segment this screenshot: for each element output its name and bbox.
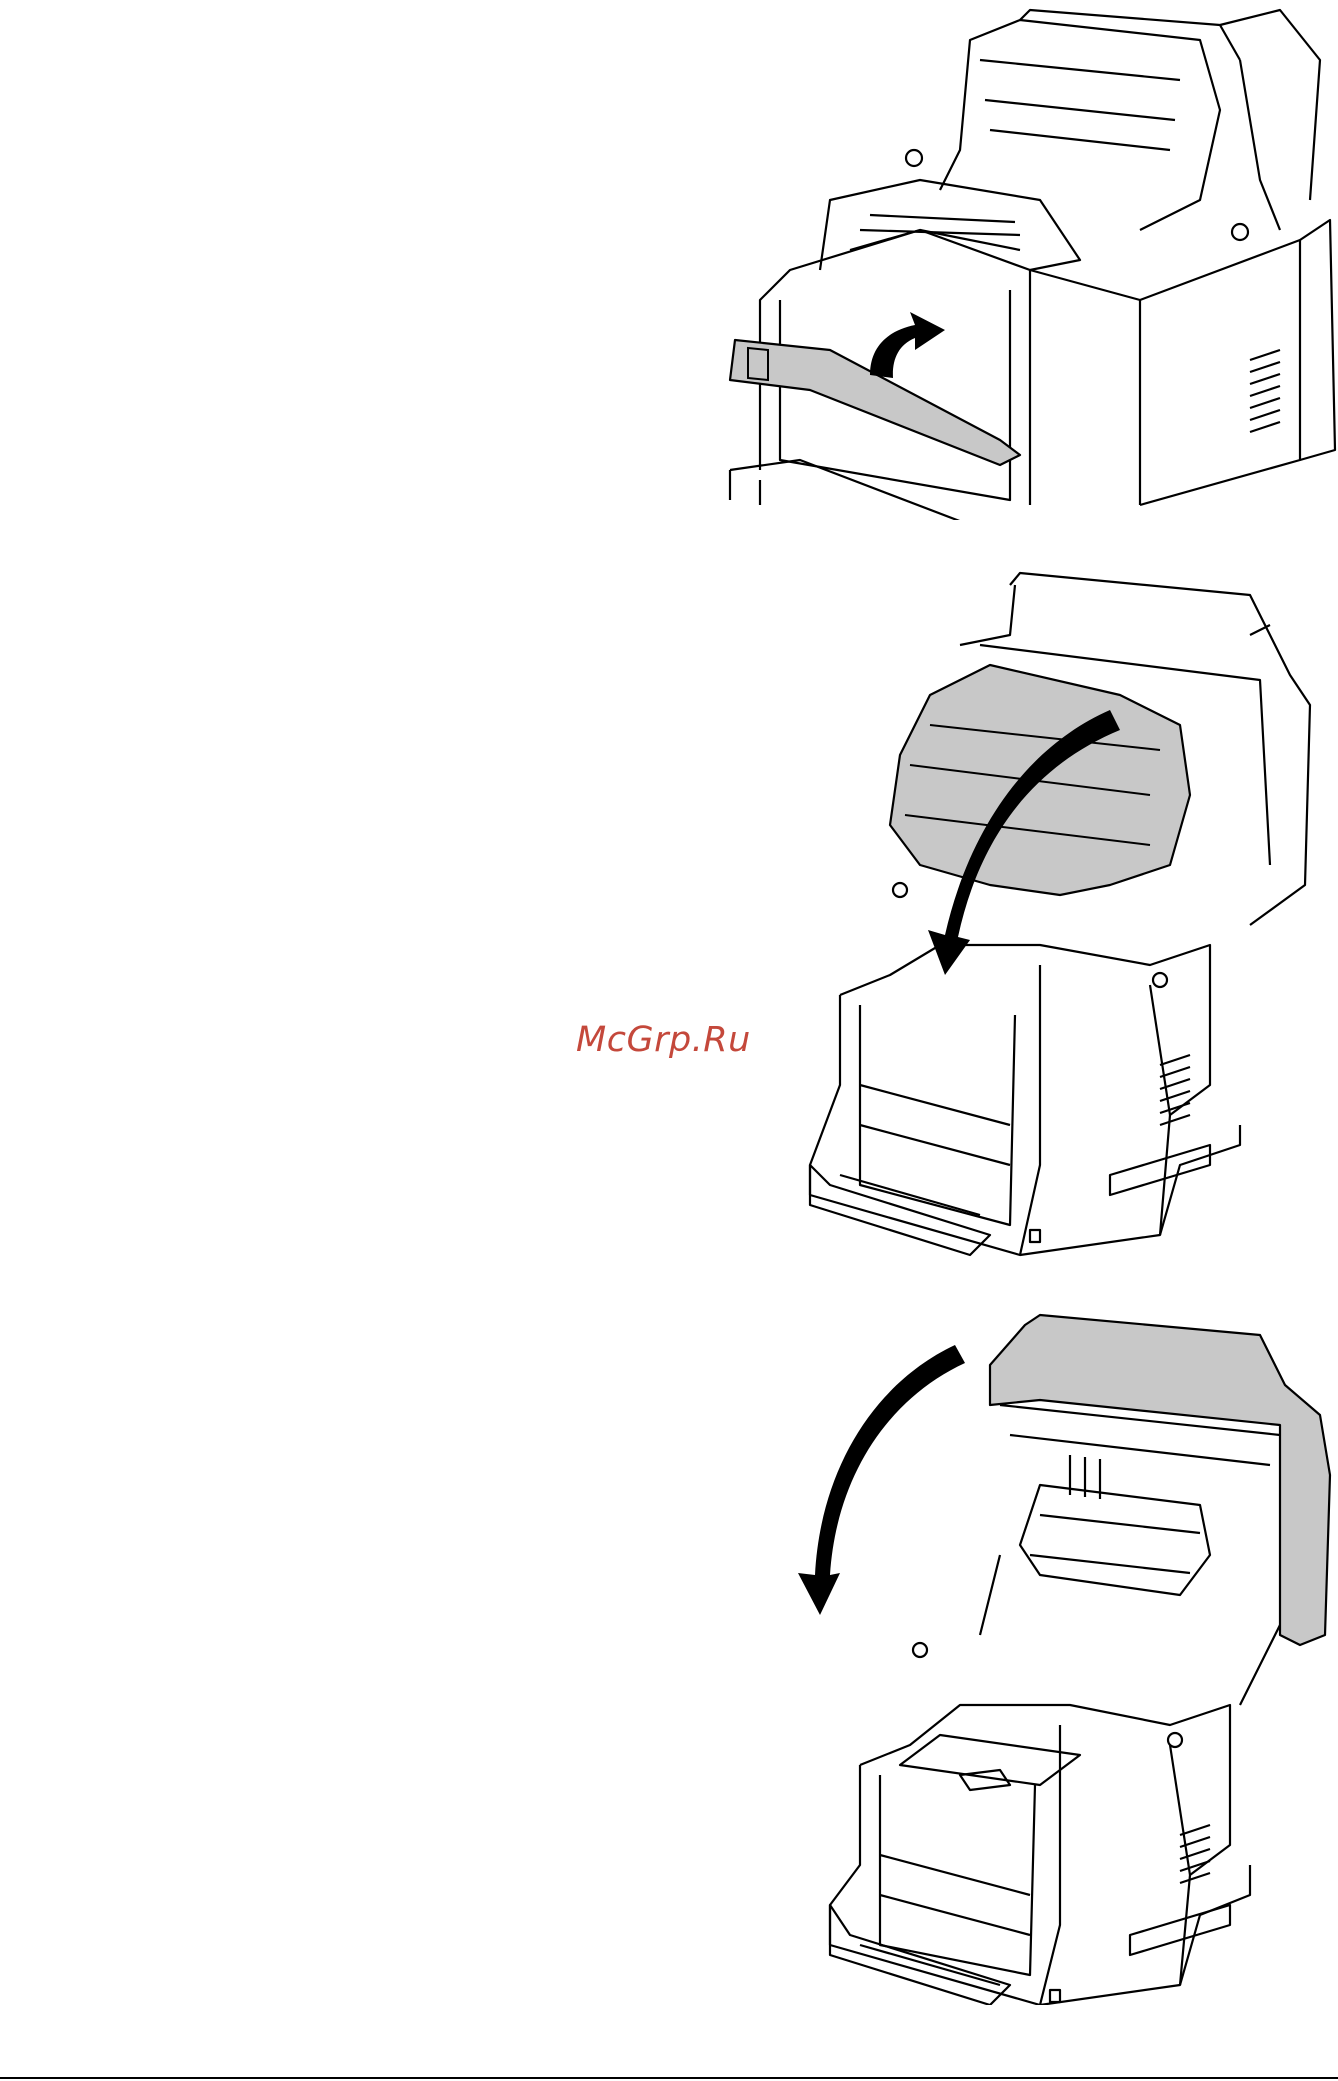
printer-close-inner-unit-illustration (730, 565, 1338, 1270)
up-arrow-icon (870, 312, 945, 378)
page-bottom-rule (0, 2077, 1338, 2079)
printer-close-top-cover-illustration (740, 1305, 1338, 2005)
printer-illustration-3 (740, 1305, 1338, 2005)
down-left-arrow-icon (798, 1345, 965, 1615)
printer-open-lift-lever-illustration (720, 0, 1338, 520)
watermark: McGrp.Ru (576, 1020, 751, 1060)
printer-illustration-2 (730, 565, 1338, 1270)
printer-illustration-1 (720, 0, 1338, 520)
